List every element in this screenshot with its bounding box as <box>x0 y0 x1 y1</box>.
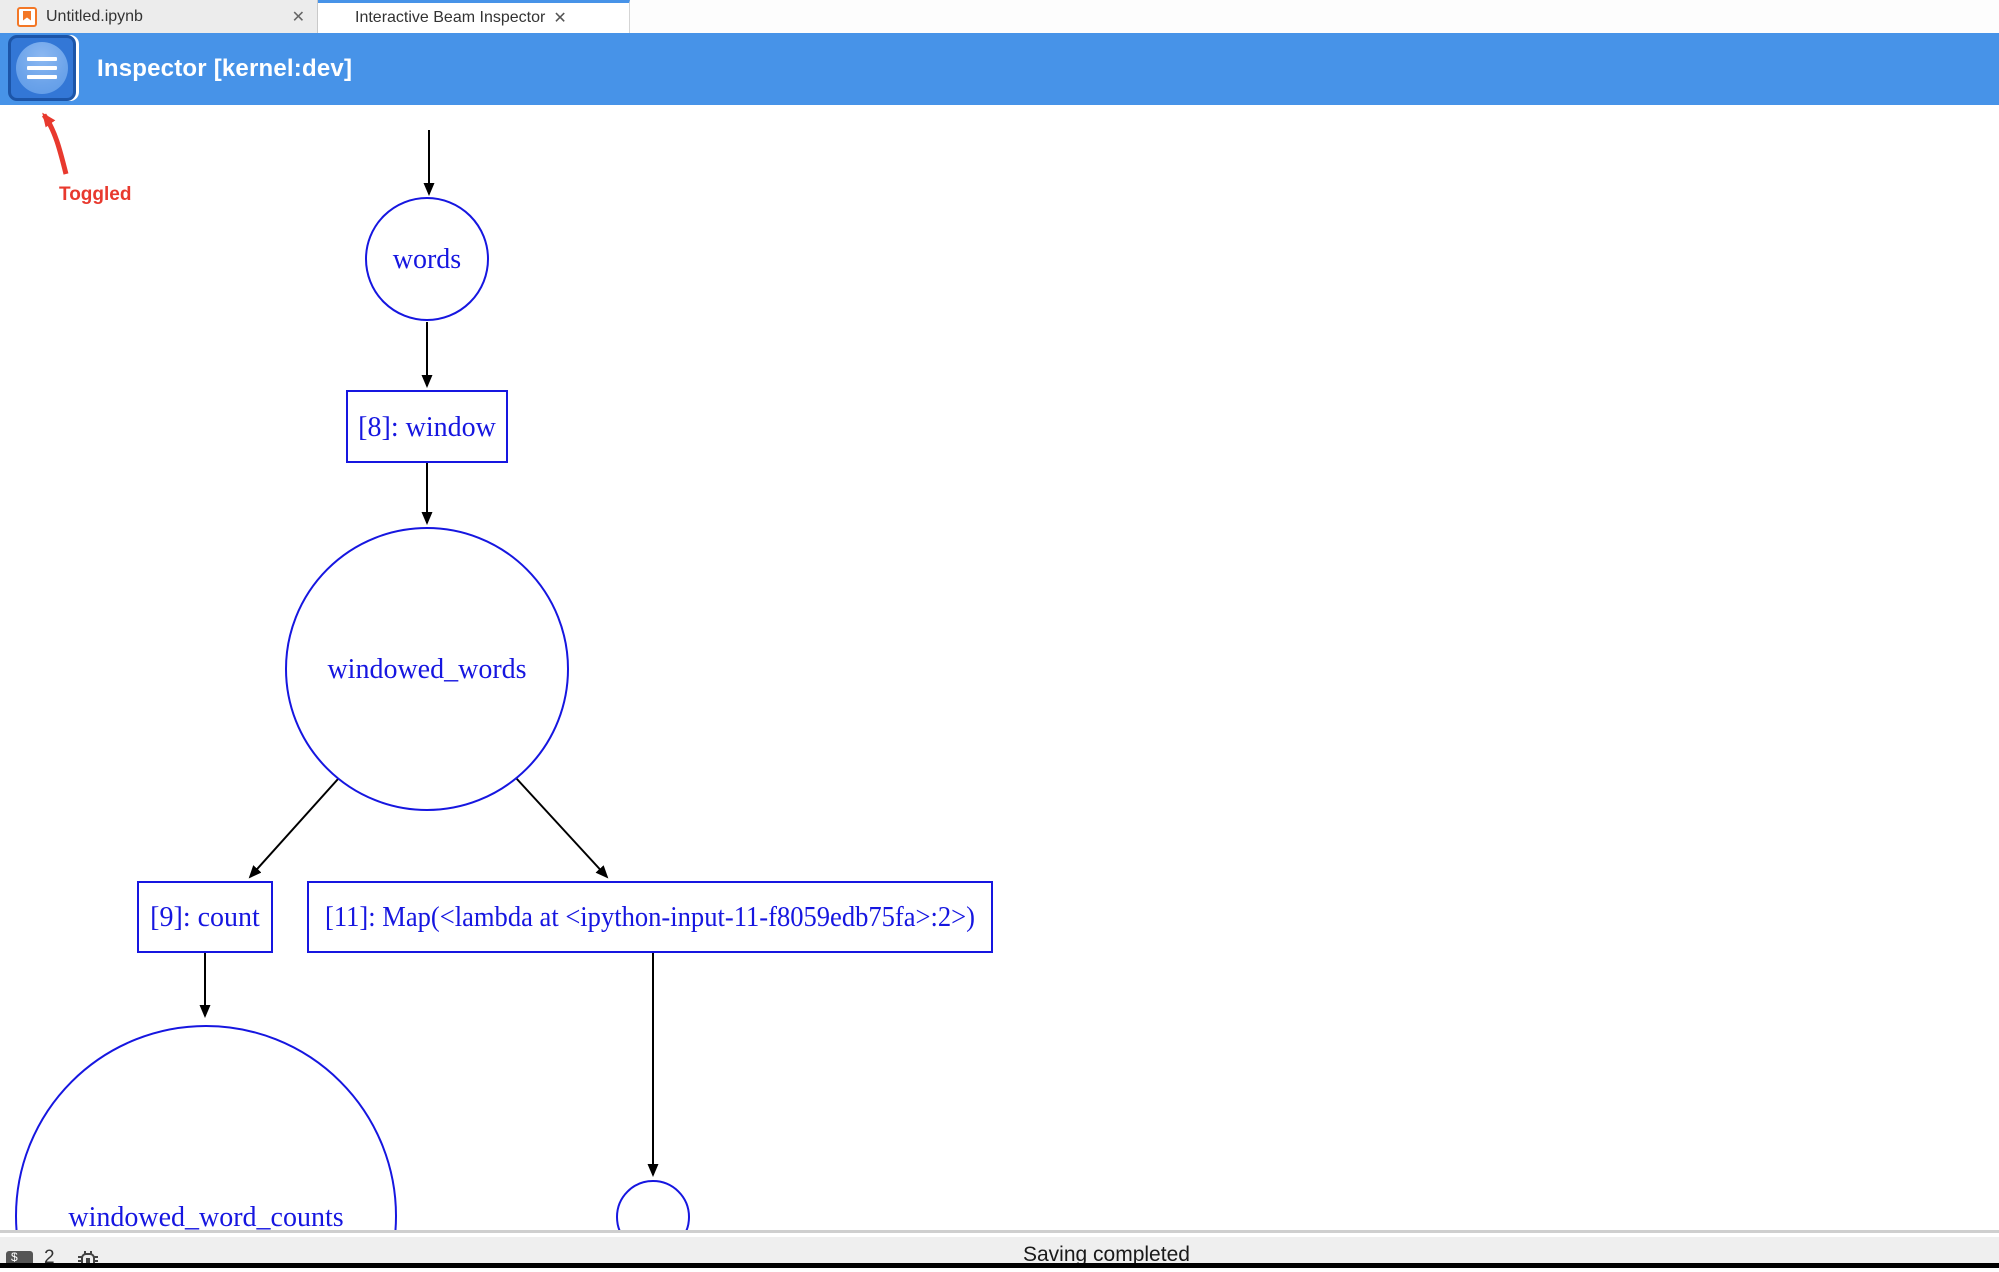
node-label: windowed_words <box>327 654 526 685</box>
save-status-message: Saving completed <box>1023 1243 1190 1266</box>
tab-label: Untitled.ipynb <box>46 7 143 25</box>
tab-bar: Untitled.ipynb ✕ Interactive Beam Inspec… <box>0 0 1999 33</box>
node-result[interactable] <box>616 1180 690 1231</box>
close-icon[interactable]: ✕ <box>553 10 567 27</box>
node-words[interactable]: words <box>365 197 489 321</box>
node-label: [11]: Map(<lambda at <ipython-input-11-f… <box>325 902 975 933</box>
close-icon[interactable]: ✕ <box>291 8 305 26</box>
toggled-annotation-arrow <box>41 112 69 175</box>
node-windowed-word-counts[interactable]: windowed_word_counts <box>15 1025 397 1231</box>
hamburger-menu-button[interactable] <box>8 35 76 101</box>
inspector-header: Inspector [kernel:dev] <box>0 33 1999 105</box>
terminal-count: 2 <box>44 1247 55 1268</box>
pipeline-graph: words [8]: window windowed_words [9]: co… <box>15 112 993 1231</box>
node-windowed-words[interactable]: windowed_words <box>285 527 569 811</box>
bug-icon[interactable] <box>76 1248 100 1272</box>
window-bottom-edge <box>0 1263 1999 1268</box>
edge-windowed-words-to-count <box>248 778 339 879</box>
node-label: [8]: window <box>358 412 496 443</box>
edge-windowed-words-to-map <box>515 777 609 879</box>
tab-label: Interactive Beam Inspector <box>355 9 546 26</box>
status-bar <box>0 1237 1999 1263</box>
node-map-lambda[interactable]: [11]: Map(<lambda at <ipython-input-11-f… <box>307 881 993 953</box>
content-divider <box>0 1230 1999 1233</box>
node-label: words <box>393 244 461 275</box>
toggled-annotation: Toggled <box>59 184 132 205</box>
node-count[interactable]: [9]: count <box>137 881 273 953</box>
node-window[interactable]: [8]: window <box>346 390 508 463</box>
page-title: Inspector [kernel:dev] <box>97 55 353 82</box>
tab-beam-inspector[interactable]: Interactive Beam Inspector ✕ <box>318 0 630 33</box>
node-label: [9]: count <box>150 902 260 933</box>
tab-untitled-notebook[interactable]: Untitled.ipynb ✕ <box>0 0 318 33</box>
notebook-file-icon <box>17 6 37 27</box>
node-label: windowed_word_counts <box>68 1202 343 1231</box>
hamburger-icon <box>16 42 68 94</box>
